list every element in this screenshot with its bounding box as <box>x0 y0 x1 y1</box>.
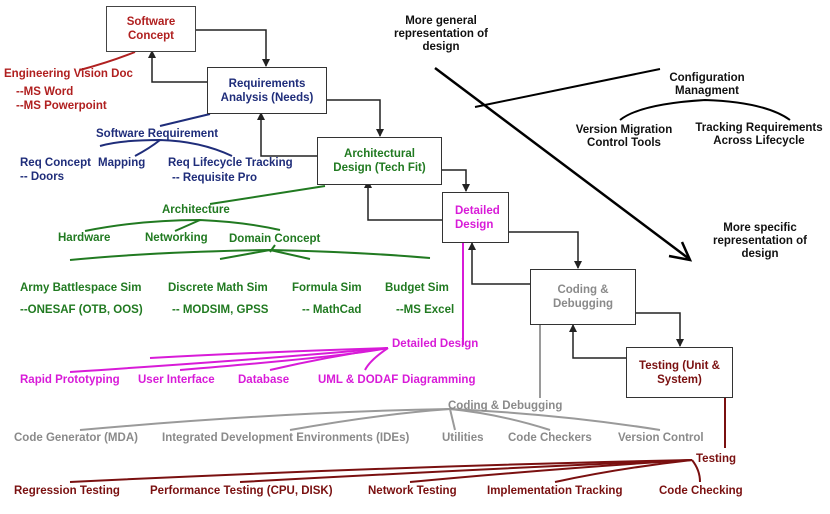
networking: Networking <box>145 232 208 244</box>
code-checking: Code Checking <box>659 485 743 497</box>
code-generator: Code Generator (MDA) <box>14 432 138 444</box>
testing-box: Testing (Unit & System) <box>626 347 733 398</box>
detailed-design-heading: Detailed Design <box>392 338 479 350</box>
more-general-annotation: More general representation of design <box>394 15 488 53</box>
forward-arrows <box>196 29 684 347</box>
engineering-vision-doc: Engineering Vision Doc <box>4 68 133 80</box>
army-battlespace-sim: Army Battlespace Sim <box>20 282 142 294</box>
rapid-prototyping: Rapid Prototyping <box>20 374 120 386</box>
database: Database <box>238 374 290 386</box>
mathcad: -- MathCad <box>302 304 362 316</box>
ms-word: --MS Word <box>16 86 74 98</box>
more-specific-annotation: More specific representation of design <box>713 222 807 260</box>
back-arrows <box>148 50 626 359</box>
detailed-design-label: Detailed Design <box>455 204 500 231</box>
req-concept: Req Concept <box>20 157 91 169</box>
hardware: Hardware <box>58 232 111 244</box>
ms-powerpoint: --MS Powerpoint <box>16 100 107 112</box>
budget-sim: Budget Sim <box>385 282 449 294</box>
architecture-tree <box>69 185 431 261</box>
testing-heading: Testing <box>696 453 737 465</box>
general-to-specific-arrow <box>434 67 693 262</box>
version-migration-tools: Version Migration Control Tools <box>575 124 673 149</box>
network-testing: Network Testing <box>368 485 457 497</box>
coding-debugging-label: Coding & Debugging <box>552 284 614 310</box>
ms-excel: --MS Excel <box>396 304 455 316</box>
detailed-design-box: Detailed Design <box>442 192 509 243</box>
config-lines <box>474 68 791 121</box>
requirements-analysis-box: Requirements Analysis (Needs) <box>207 67 327 114</box>
architectural-design-label: Architectural Design (Tech Fit) <box>333 148 426 174</box>
discrete-math-sim: Discrete Math Sim <box>168 282 268 294</box>
performance-testing: Performance Testing (CPU, DISK) <box>150 485 333 497</box>
version-control: Version Control <box>618 432 704 444</box>
formula-sim: Formula Sim <box>292 282 362 294</box>
architecture: Architecture <box>162 204 230 216</box>
software-concept-label: Software Concept <box>126 16 176 42</box>
testing-tree <box>69 398 726 483</box>
requisite-pro: -- Requisite Pro <box>172 172 257 184</box>
coding-tree <box>79 325 661 431</box>
detailed-tree <box>69 243 464 373</box>
user-interface: User Interface <box>138 374 215 386</box>
configuration-management: Configuration Managment <box>669 72 745 97</box>
req-lifecycle-tracking: Req Lifecycle Tracking <box>168 157 293 169</box>
utilities: Utilities <box>442 432 484 444</box>
software-requirement: Software Requirement <box>96 128 219 140</box>
software-tree <box>79 51 136 71</box>
testing-box-label: Testing (Unit & System) <box>639 359 720 386</box>
software-concept-box: Software Concept <box>106 6 196 52</box>
onesaf: --ONESAF (OTB, OOS) <box>20 304 143 316</box>
doors: -- Doors <box>20 171 65 183</box>
coding-debugging-heading: Coding & Debugging <box>448 400 563 412</box>
requirements-tree <box>99 113 233 157</box>
tracking-requirements: Tracking Requirements Across Lifecycle <box>695 122 823 147</box>
code-checkers: Code Checkers <box>508 432 592 444</box>
regression-testing: Regression Testing <box>14 485 120 497</box>
modsim-gpss: -- MODSIM, GPSS <box>172 304 269 316</box>
requirements-analysis-label: Requirements Analysis (Needs) <box>220 77 314 104</box>
implementation-tracking: Implementation Tracking <box>487 485 623 497</box>
architectural-design-box: Architectural Design (Tech Fit) <box>317 137 442 185</box>
ides: Integrated Development Environments (IDE… <box>162 432 410 444</box>
mapping: Mapping <box>98 157 146 169</box>
domain-concept: Domain Concept <box>229 233 321 245</box>
coding-debugging-box: Coding & Debugging <box>530 269 636 325</box>
uml-dodaf: UML & DODAF <box>318 374 399 386</box>
diagramming: Diagramming <box>402 374 476 386</box>
